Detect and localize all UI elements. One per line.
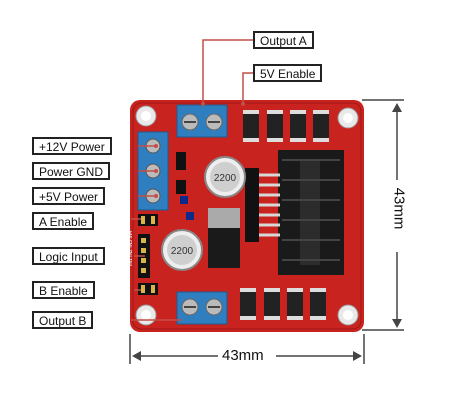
capacitor-top: 2200	[204, 156, 246, 198]
dimension-lines	[129, 99, 404, 364]
driver-pins	[258, 173, 280, 237]
terminal-output-b	[176, 291, 228, 325]
dimension-width: 43mm	[222, 347, 264, 364]
label-output-a: Output A	[253, 31, 314, 49]
diodes-bottom	[240, 290, 326, 318]
label-5v-power: +5V Power	[32, 187, 106, 205]
power-led	[186, 212, 194, 220]
label-5v-enable: 5V Enable	[253, 64, 323, 82]
capacitor-bottom: 2200	[161, 229, 203, 271]
svg-text:2200: 2200	[214, 173, 237, 184]
svg-text:2200: 2200	[171, 246, 194, 257]
jumper-a-enable	[138, 214, 158, 226]
callout-lines	[131, 39, 253, 321]
callout-dots	[154, 102, 245, 198]
label-logic-input: Logic Input	[32, 247, 105, 265]
label-output-b: Output B	[32, 311, 94, 329]
jumper-b-enable	[138, 283, 158, 295]
svg-text:IN1 IN2 IN3 IN4: IN1 IN2 IN3 IN4	[128, 230, 134, 266]
dimension-height: 43mm	[390, 187, 408, 230]
label-12v-power: +12V Power	[32, 137, 112, 155]
label-a-enable: A Enable	[32, 212, 95, 230]
label-b-enable: B Enable	[32, 281, 95, 299]
diodes-top	[243, 112, 329, 140]
jumper-5v	[176, 152, 188, 204]
label-power-gnd: Power GND	[32, 162, 111, 180]
voltage-regulator	[208, 208, 240, 268]
dimension-arrows	[132, 103, 402, 361]
terminal-output-a	[176, 104, 228, 138]
heatsink	[278, 150, 344, 275]
